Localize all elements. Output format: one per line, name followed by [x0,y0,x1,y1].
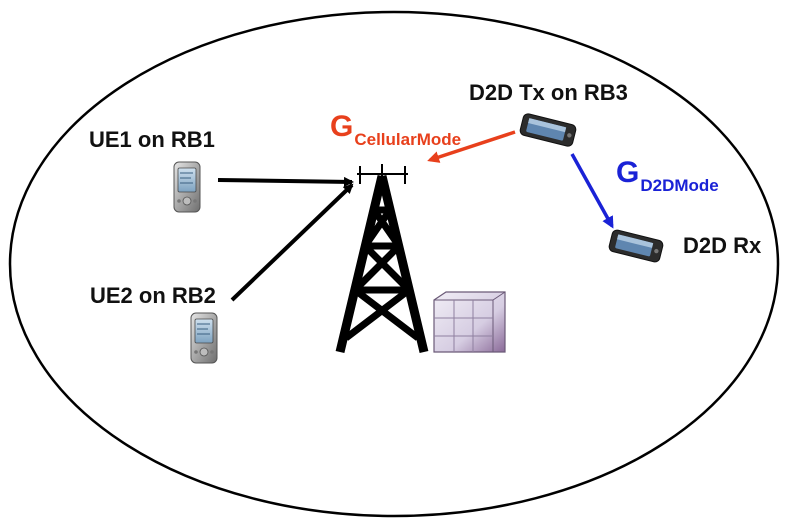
cellular-gain-symbol: G [330,110,354,143]
d2d-gain-symbol: G [616,156,640,189]
d2d-mode-arrow [570,153,614,229]
d2d-tx-device-icon [519,113,577,147]
d2d-gain-subscript: D2DMode [640,176,719,195]
d2d-mode-gain-label: GD2DMode [616,156,719,195]
cellular-mode-gain-label: GCellularMode [330,110,461,149]
cellular-mode-arrow [427,130,516,163]
d2d-rx-label: D2D Rx [683,233,762,258]
ue1-phone-icon [173,161,201,213]
d2d-tx-label: D2D Tx on RB3 [469,80,628,105]
ue2-label: UE2 on RB2 [90,283,216,308]
d2d-rx-device-icon [608,229,664,263]
cell-boundary [8,10,780,518]
cell-tower-icon [335,164,429,354]
base-station-building-icon [433,291,506,353]
ue1-label: UE1 on RB1 [89,127,215,152]
ue2-uplink-arrow [230,183,354,302]
ue2-phone-icon [190,312,218,364]
ue1-uplink-arrow [217,176,354,187]
cellular-gain-subscript: CellularMode [354,130,462,149]
